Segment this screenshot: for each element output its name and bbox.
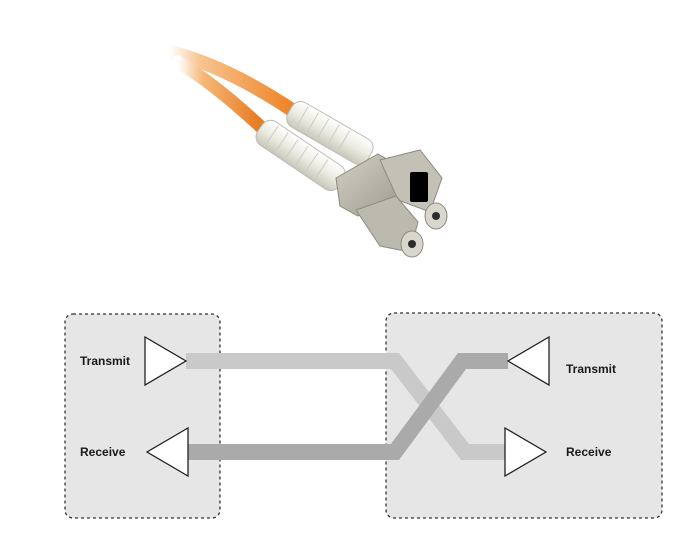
left-receive-triangle bbox=[145, 426, 189, 478]
fiber-path-receive-from-transmit bbox=[188, 353, 508, 460]
right-receive-triangle bbox=[504, 426, 548, 478]
right-transmit-triangle bbox=[506, 335, 550, 387]
right-transmit-label: Transmit bbox=[566, 362, 616, 376]
left-transmit-label: Transmit bbox=[80, 354, 130, 368]
right-receive-label: Receive bbox=[566, 445, 612, 459]
left-device-box bbox=[64, 313, 221, 519]
fiber-cable-lower bbox=[171, 55, 269, 135]
lc-duplex-connector-photo bbox=[163, 45, 448, 258]
fiber-cable-upper bbox=[163, 45, 299, 117]
ferrule-lower bbox=[400, 230, 424, 258]
connector-boot-upper bbox=[286, 101, 374, 165]
ferrule-upper bbox=[424, 202, 448, 230]
left-transmit-triangle bbox=[144, 335, 188, 387]
connector-boot-lower bbox=[255, 119, 346, 192]
left-receive-label: Receive bbox=[80, 445, 126, 459]
crossover-diagram: Transmit Receive Transmit Receive bbox=[64, 312, 663, 519]
connector-housing bbox=[335, 149, 443, 253]
